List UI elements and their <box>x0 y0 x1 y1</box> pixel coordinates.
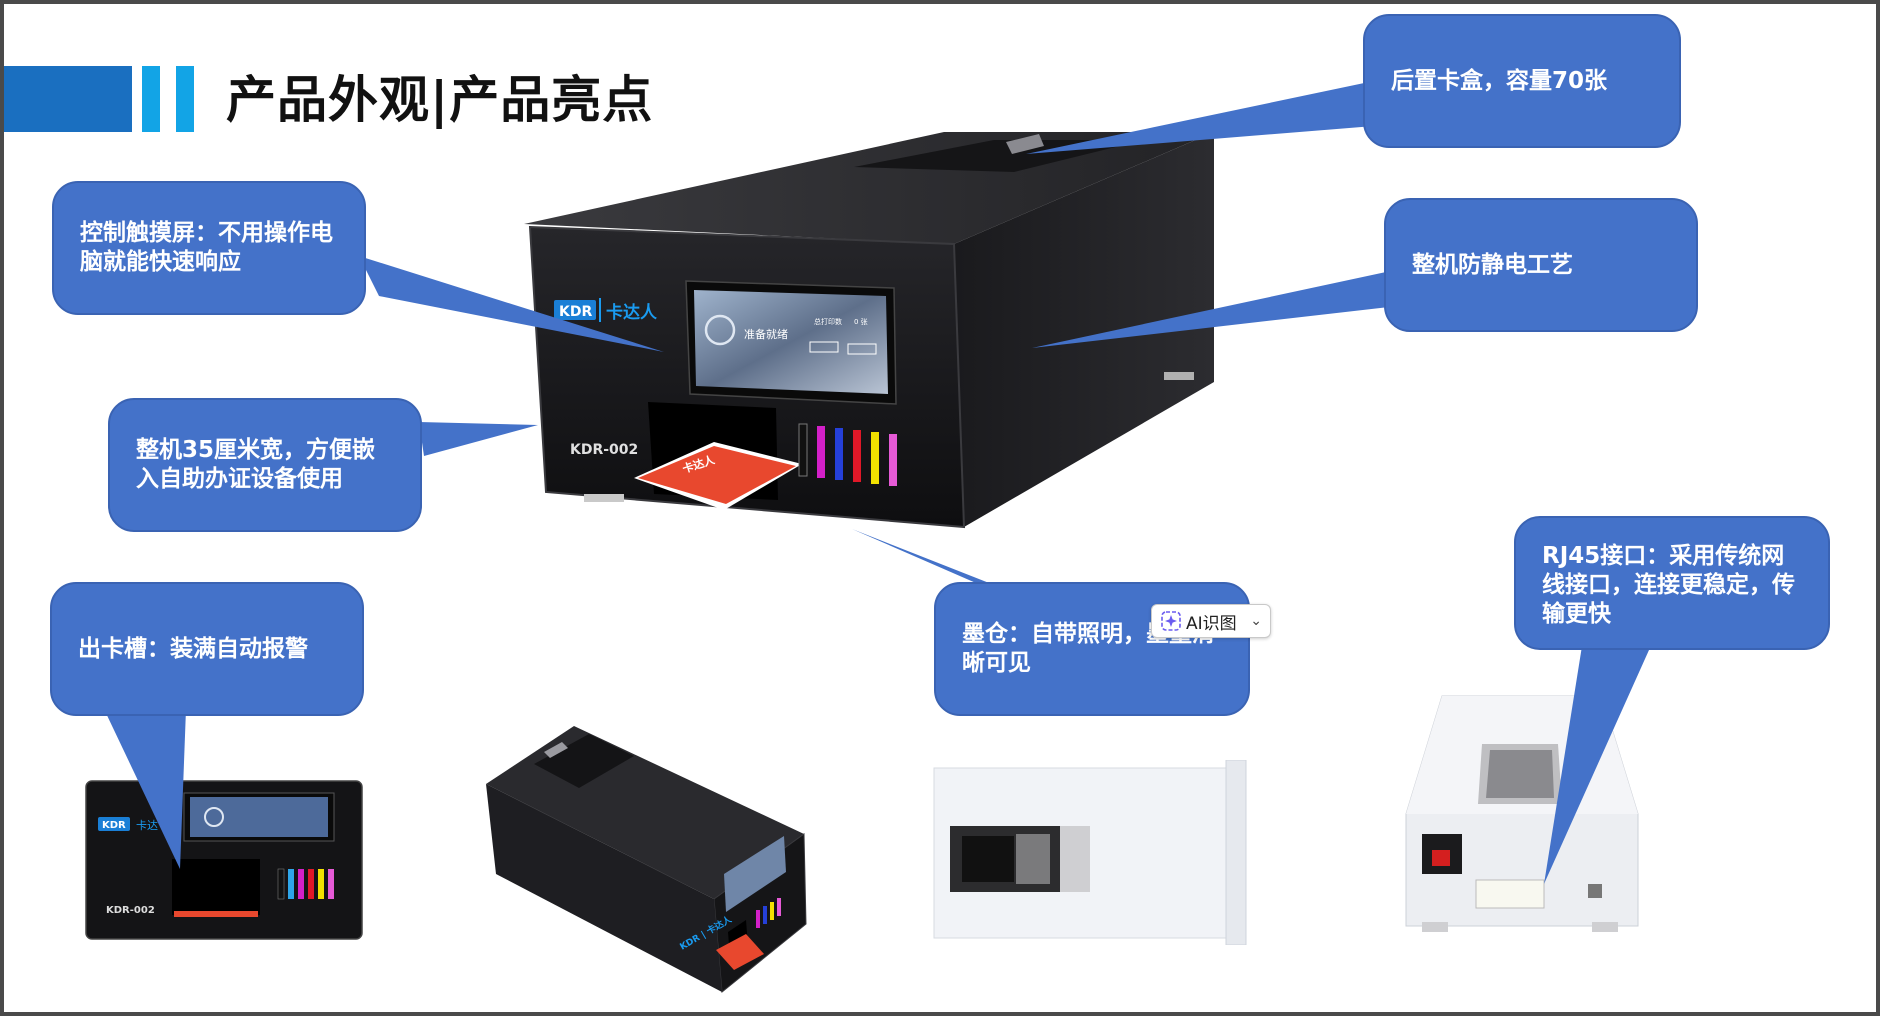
svg-text:准备就绪: 准备就绪 <box>744 327 788 341</box>
ai-sparkle-icon <box>1161 611 1181 631</box>
callout-width: 整机35厘米宽，方便嵌入自助办证设备使用 <box>108 398 422 532</box>
header-bar-light-1 <box>142 66 160 132</box>
ai-button-label: AI识图 <box>1186 613 1237 634</box>
svg-text:卡达: 卡达 <box>136 819 158 832</box>
ai-recognize-button[interactable]: AI识图 ⌄ <box>1151 604 1271 638</box>
callout-exit-slot: 出卡槽：装满自动报警 <box>50 582 364 716</box>
svg-text:KDR: KDR <box>102 820 126 831</box>
svg-text:KDR-002: KDR-002 <box>106 905 155 916</box>
rear-view-image <box>1405 695 1639 932</box>
svg-text:KDR: KDR <box>559 304 592 320</box>
callout-antistatic: 整机防静电工艺 <box>1384 198 1698 332</box>
header-bar-dark <box>4 66 132 132</box>
main-printer-image: 准备就绪 总打印数 0 张 KDR 卡达人 KDR-002 卡达人 <box>524 132 1214 529</box>
svg-text:0 张: 0 张 <box>854 317 868 326</box>
svg-text:卡达人: 卡达人 <box>606 302 658 323</box>
callout-rj45: RJ45接口：采用传统网线接口，连接更稳定，传输更快 <box>1514 516 1830 650</box>
svg-text:KDR-002: KDR-002 <box>570 442 638 458</box>
callout-touchscreen: 控制触摸屏：不用操作电脑就能快速响应 <box>52 181 366 315</box>
angled-view-image: KDR | 卡达人 <box>486 726 807 993</box>
front-view-image: KDR 卡达 KDR-002 <box>85 780 363 940</box>
callout-card-box: 后置卡盒，容量70张 <box>1363 14 1681 148</box>
slide-title: 产品外观|产品亮点 <box>226 71 654 129</box>
side-view-image <box>933 760 1247 945</box>
callout-ink: 墨仓：自带照明，墨量清晰可见 <box>934 582 1250 716</box>
svg-text:总打印数: 总打印数 <box>814 317 842 326</box>
header-bar-light-2 <box>176 66 194 132</box>
chevron-down-icon[interactable]: ⌄ <box>1250 613 1262 629</box>
